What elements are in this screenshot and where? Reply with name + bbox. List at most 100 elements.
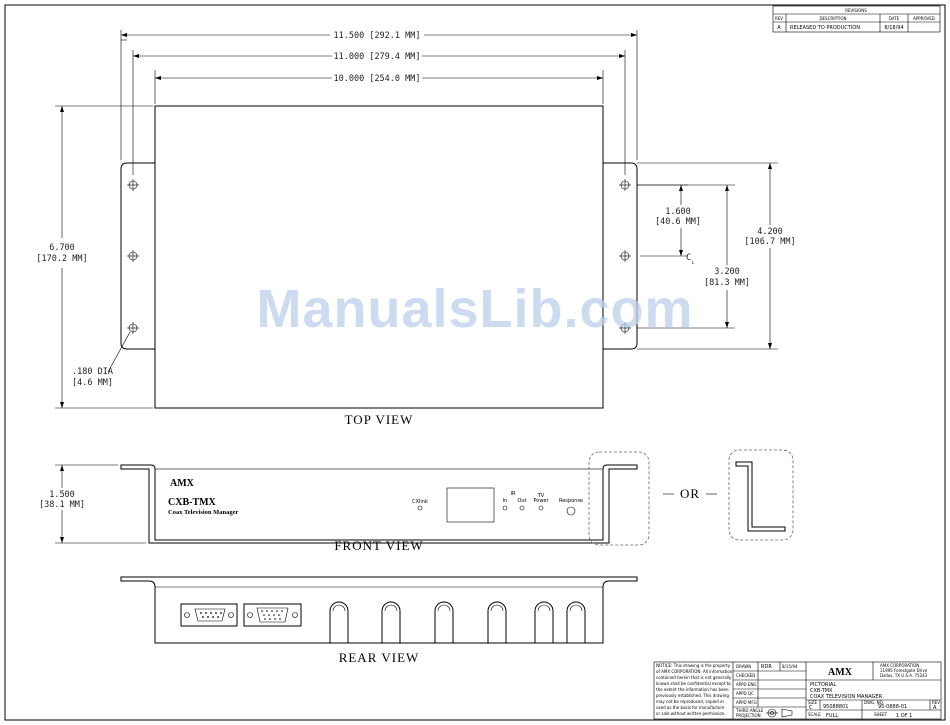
scale-label: SCALE — [808, 712, 821, 717]
dim-flange-depth: 4.200 — [757, 227, 783, 237]
title-block-logo: AMX — [828, 667, 853, 678]
sheet-value: 1 OF 1 — [896, 713, 912, 719]
drawing-title-1: PICTORIAL — [810, 682, 836, 688]
dim-hole-dia-mm: [4.6 MM] — [72, 378, 113, 388]
dim-hole-dia: .180 DIA — [72, 367, 113, 377]
ir-label: IR — [511, 491, 516, 497]
drawing-border — [4, 4, 946, 721]
or-label: OR — [680, 486, 700, 501]
front-chassis — [120, 464, 638, 544]
projection-label-1: THIRD ANGLE — [735, 708, 764, 713]
drawing-title-2: CXB-TMX — [810, 688, 833, 694]
rev-label: REV — [932, 700, 940, 705]
notice-line-1: NOTICE: This drawing is the property — [656, 663, 731, 668]
alt-flange-profile — [735, 461, 786, 532]
dim-hole-spacing-mm: [81.3 MM] — [704, 278, 750, 288]
cxlink-label: CXlink — [412, 499, 428, 505]
dim-width-body: 10.000 [254.0 MM] — [334, 74, 421, 84]
dwg-no-label: DWG. NO. — [864, 700, 884, 705]
rear-view: REAR VIEW — [120, 576, 638, 665]
appd-qc-label: APPD QC — [736, 691, 754, 696]
drawn-date: 8/15/94 — [782, 664, 798, 669]
front-model-subtitle: Coax Television Manager — [168, 509, 239, 516]
drawn-by: RDR — [761, 664, 772, 670]
centerline-label: C — [686, 253, 691, 263]
sheet-label: SHEET — [874, 712, 888, 717]
rev-value: A — [933, 705, 937, 711]
company-address-1: 11995 Forestgate Drive — [880, 668, 928, 673]
company-address-2: Dallas, TX U.S.A. 75243 — [880, 673, 928, 678]
fscm-value: 95088801 — [823, 704, 848, 710]
tv-label: TV — [537, 493, 545, 499]
notice-line-4: known shall be confidential except to — [656, 681, 731, 686]
appd-mfg-label: APPD MFG — [736, 700, 757, 705]
checked-label: CHECKED — [736, 673, 755, 678]
response-label: Response — [559, 498, 583, 504]
ir-out-label: Out — [517, 498, 526, 504]
dim-width-overall: 11.500 [292.1 MM] — [334, 31, 421, 41]
notice-line-5: the extent the information has been — [656, 687, 729, 692]
alt-flange-detail-callout — [728, 449, 794, 541]
tv-power-led-icon — [538, 505, 544, 511]
ir-in-led-icon — [502, 505, 508, 511]
notice-line-8: used as the basis for manufacture — [656, 705, 725, 710]
dim-height-mm: [38.1 MM] — [39, 500, 85, 510]
rear-chassis — [120, 576, 638, 644]
front-display-window — [446, 487, 495, 523]
scale-value: FULL — [826, 713, 838, 719]
company-name: AMX CORPORATION — [880, 663, 919, 668]
dim-depth-overall-mm: [170.2 MM] — [36, 254, 87, 264]
dim-hole-center: 1.600 — [665, 207, 691, 217]
date-header: DATE — [889, 16, 900, 21]
dim-flange-depth-mm: [106.7 MM] — [744, 237, 795, 247]
notice-line-9: or sale without written permission. — [656, 711, 726, 716]
db15-connector-icon — [243, 603, 302, 627]
response-button-icon — [566, 506, 576, 516]
notice-line-7: may not be reproduced, copied or — [656, 699, 724, 704]
size-value: C — [809, 705, 813, 711]
size-label: SIZE — [808, 700, 817, 705]
notice-line-2: of AMX CORPORATION. All information — [656, 669, 733, 674]
cxlink-led-icon — [417, 505, 423, 511]
third-angle-projection-icon — [766, 708, 793, 718]
centerline-sub: L — [692, 260, 695, 265]
approved-header: APPROVED — [913, 16, 935, 21]
right-flange — [603, 162, 638, 350]
coax-port-icon — [329, 601, 586, 643]
ir-in-label: In — [503, 498, 508, 504]
ir-out-led-icon — [519, 505, 525, 511]
db9-connector-icon — [180, 603, 238, 627]
dim-hole-center-mm: [40.6 MM] — [655, 217, 701, 227]
revision-date: 8/18/94 — [884, 25, 903, 31]
drawn-label: DRAWN — [736, 664, 751, 669]
dim-width-flange: 11.000 [279.4 MM] — [334, 52, 421, 62]
front-brand-logo: AMX — [170, 478, 195, 489]
notice-line-3: contained herein that is not generally — [656, 675, 732, 680]
dim-height: 1.500 — [49, 490, 75, 500]
top-view-body — [154, 105, 604, 409]
top-view: 11.500 [292.1 MM] 11.000 [279.4 MM] 10.0… — [36, 30, 796, 427]
rear-view-label: REAR VIEW — [339, 650, 420, 665]
revisions-table: REVISIONS REV DESCRIPTION DATE APPROVED … — [772, 5, 941, 33]
title-block: NOTICE: This drawing is the property of … — [653, 661, 942, 720]
rev-header: REV — [775, 16, 783, 21]
revision-description: RELEASED TO PRODUCTION — [790, 25, 860, 31]
revision-rev: A — [777, 25, 781, 31]
revisions-title: REVISIONS — [845, 8, 867, 13]
front-view: AMX CXB-TMX Coax Television Manager CXli… — [39, 449, 794, 553]
dim-depth-overall: 6.700 — [49, 243, 75, 253]
left-flange — [120, 162, 155, 350]
description-header: DESCRIPTION — [819, 16, 846, 21]
notice-line-6: previously established. This drawing — [656, 693, 729, 698]
appd-eng-label: APPD ENG — [736, 682, 757, 687]
top-view-label: TOP VIEW — [345, 412, 414, 427]
dim-hole-spacing: 3.200 — [714, 267, 740, 277]
mounting-hole-icon — [127, 179, 631, 334]
projection-label-2: PROJECTION — [736, 713, 761, 718]
front-view-label: FRONT VIEW — [334, 538, 423, 553]
drawing-title-3: COAX TELEVISION MANAGER — [810, 694, 883, 700]
flange-detail-callout — [588, 451, 650, 546]
power-label: Power — [533, 498, 549, 504]
